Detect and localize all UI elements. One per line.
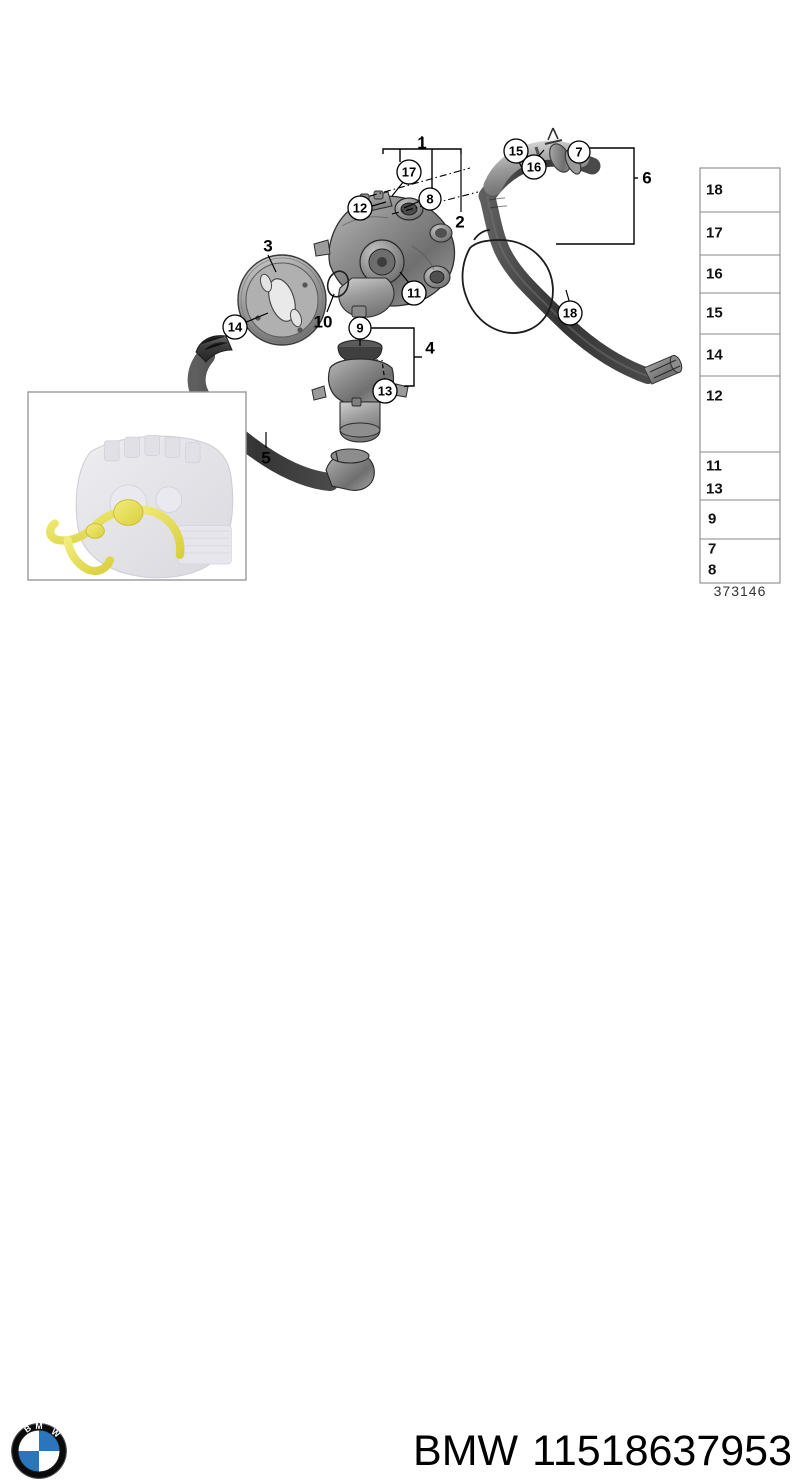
legend-number-17: 17 [706, 225, 723, 242]
legend-number-8: 8 [708, 562, 716, 579]
callout-labels: 1 2 3 4 5 6 10 7 8 9 11 12 13 [222, 134, 767, 599]
bmw-roundel-logo: B M W [11, 1422, 67, 1479]
legend-number-7: 7 [708, 541, 716, 558]
callout-10: 10 [314, 313, 333, 332]
callout-6: 6 [642, 169, 651, 188]
drawing-number: 373146 [714, 583, 767, 599]
legend-number-11: 11 [706, 458, 722, 475]
legend-number-18: 18 [706, 182, 723, 199]
part-gasket-2 [461, 229, 554, 334]
leader-17 [391, 180, 405, 197]
engine-location-inset [27, 391, 247, 581]
callout-11-label: 11 [407, 286, 421, 301]
legend-number-15: 15 [706, 305, 723, 322]
diagram-artwork [27, 127, 770, 581]
callout-2: 2 [455, 213, 464, 232]
bracket-6 [556, 147, 635, 245]
legend-number-16: 16 [706, 266, 723, 283]
callout-13-label: 13 [378, 384, 392, 399]
leader-14 [243, 312, 269, 324]
legend-table [699, 167, 781, 584]
part-water-pump-housing [313, 190, 456, 318]
callout-bubble-11: 11 [401, 280, 427, 306]
legend-number-13: 13 [706, 481, 723, 498]
callout-bubble-12: 12 [347, 195, 373, 221]
legend-number-14: 14 [706, 347, 723, 364]
callout-9-label: 9 [356, 321, 363, 336]
callout-18-label: 18 [563, 306, 577, 321]
part-number-label: 11518637953 [532, 1426, 792, 1475]
callout-bubble-16: 16 [521, 154, 547, 180]
callout-12-label: 12 [353, 201, 367, 216]
part-caption: BMW 11518637953 [380, 1422, 792, 1480]
footer-branding-bar: B M W BMW 11518637953 [0, 700, 800, 1479]
part-pump-pulley-3 [237, 254, 327, 346]
leader-10 [326, 293, 335, 313]
leader-8 [403, 200, 421, 209]
assembly-line-upper [369, 167, 471, 197]
legend-number-12: 12 [706, 388, 723, 405]
callout-bubble-15: 15 [503, 138, 529, 164]
callout-bubble-9: 9 [348, 316, 372, 340]
callout-3: 3 [263, 237, 272, 256]
callout-bubble-13: 13 [372, 378, 398, 404]
callout-4: 4 [425, 339, 435, 358]
brand-label: BMW [413, 1426, 519, 1475]
leader-3 [267, 254, 277, 273]
callout-1: 1 [417, 134, 426, 153]
callout-bubble-8: 8 [418, 187, 442, 211]
callout-15-label: 15 [509, 144, 523, 159]
callout-bubble-17: 17 [396, 159, 422, 185]
callout-bubble-14: 14 [222, 314, 248, 340]
parts-diagram: 1 2 3 4 5 6 10 7 8 9 11 12 13 [0, 127, 800, 1479]
legend-number-9: 9 [708, 511, 716, 528]
logo-letter-m: M [35, 1422, 42, 1431]
callout-16-label: 16 [527, 160, 541, 175]
callout-7-label: 7 [575, 145, 582, 160]
callout-14-label: 14 [228, 320, 243, 335]
callout-bubble-18: 18 [557, 300, 583, 326]
callout-8-label: 8 [426, 192, 433, 207]
callout-5: 5 [261, 449, 270, 468]
callout-bubble-7: 7 [567, 140, 591, 164]
callout-17-label: 17 [402, 165, 416, 180]
leader-13 [381, 359, 386, 383]
